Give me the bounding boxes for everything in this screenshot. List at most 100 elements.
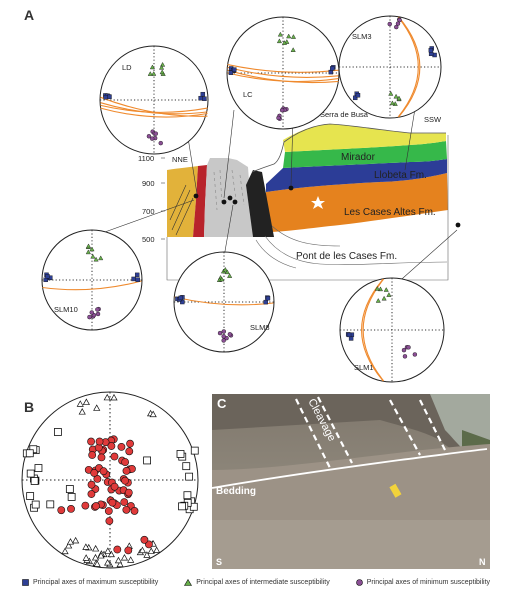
int-axis-point: [277, 31, 283, 37]
min-axis-point: [93, 475, 102, 483]
sample-dot: [193, 193, 199, 199]
legend-item-max: Principal axes of maximum susceptibility: [22, 579, 158, 586]
max-axis-point: [178, 502, 186, 511]
formation-label-llobeta: Llobeta Fm.: [374, 170, 427, 181]
int-axis-point: [159, 69, 165, 75]
max-axis-point: [46, 500, 55, 509]
int-axis-point: [381, 295, 387, 301]
int-axis-point: [153, 546, 161, 553]
min-axis-point: [105, 517, 114, 525]
int-axis-point: [82, 554, 90, 561]
int-axis-point: [120, 554, 129, 561]
max-axis-point: [185, 472, 194, 481]
int-axis-point: [147, 547, 155, 554]
int-axis-point: [98, 255, 104, 261]
stereonet-ld: LD: [99, 45, 209, 155]
min-axis-point: [99, 467, 108, 476]
plane-arc: [398, 16, 421, 118]
max-axis-point: [34, 464, 43, 472]
int-axis-point: [159, 65, 165, 70]
stereonet-label: LC: [243, 90, 253, 99]
legend-item-int: Principal axes of intermediate susceptib…: [184, 578, 330, 586]
max-axis-point: [53, 428, 62, 436]
outcrop-photo: C Cleavage Bedding S N: [211, 394, 490, 569]
formation-label-mirador: Mirador: [341, 152, 376, 163]
unit-ochre: [167, 166, 198, 237]
max-axis-point: [346, 332, 352, 338]
int-axis-point: [116, 560, 124, 568]
min-axis-point: [124, 546, 133, 555]
max-axis-point: [353, 95, 358, 101]
int-axis-point: [149, 410, 157, 418]
min-axis-point: [122, 505, 131, 514]
min-axis-point: [88, 451, 97, 459]
int-axis-point: [93, 560, 101, 567]
min-axis-point: [67, 505, 75, 513]
max-axis-point: [182, 462, 191, 471]
int-axis-point: [61, 547, 69, 555]
elevation-axis: 1100 900 700 500: [138, 154, 165, 244]
min-axis-point: [217, 330, 223, 336]
formation-label-pont: Pont de les Cases Fm.: [296, 251, 397, 262]
min-axis-point: [279, 107, 285, 113]
max-axis-point: [198, 95, 203, 101]
photo-corner-n: N: [479, 557, 486, 567]
int-axis-point: [72, 536, 80, 544]
hammer: [389, 483, 402, 498]
max-axis-point: [330, 66, 335, 71]
min-axis-point: [146, 134, 152, 139]
plane-arc: [361, 278, 384, 382]
max-axis-point: [26, 492, 35, 500]
star-marker: [311, 196, 325, 209]
min-axis-point: [221, 334, 226, 339]
int-axis-point: [110, 393, 118, 401]
unit-black: [246, 170, 274, 237]
panel-label-c: C: [217, 396, 227, 411]
unit-mirador: [283, 124, 446, 152]
int-axis-point: [222, 266, 228, 272]
legend-label-min: Principal axes of minimum susceptibility: [366, 578, 491, 586]
int-axis-point: [138, 546, 147, 554]
int-axis-point: [90, 253, 96, 259]
int-axis-point: [114, 556, 123, 564]
min-axis-point: [117, 442, 126, 451]
unit-les-cases-altes: [266, 173, 448, 232]
axis-tick-label: 1100: [138, 154, 154, 163]
int-axis-point: [91, 553, 100, 561]
max-axis-point: [25, 449, 34, 458]
max-axis-point: [189, 502, 198, 511]
plane-arc: [227, 64, 339, 73]
fault-line: [271, 225, 341, 247]
legend-item-min: Principal axes of minimum susceptibility: [355, 578, 491, 586]
min-axis-point: [57, 506, 66, 515]
unit-llobeta: [283, 141, 447, 168]
min-axis-point: [221, 338, 226, 343]
min-axis-point: [97, 453, 106, 462]
int-axis-point: [103, 393, 111, 401]
max-axis-point: [232, 67, 237, 72]
min-axis-point: [122, 466, 131, 475]
plane-arc: [100, 107, 208, 118]
min-axis-point: [401, 347, 407, 353]
int-axis-point: [276, 38, 282, 44]
max-axis-point: [265, 295, 271, 301]
int-axis-point: [286, 33, 292, 39]
min-axis-point: [387, 21, 392, 27]
min-axis-point: [110, 452, 119, 461]
int-axis-point: [290, 34, 296, 39]
sample-dot: [288, 185, 294, 191]
leader-line: [90, 77, 458, 287]
max-axis-point: [428, 48, 434, 53]
int-axis-point: [78, 408, 86, 415]
cross-section: 1100 900 700 500 NNE SSW Serra de Busa M…: [90, 77, 461, 287]
section-base: [166, 135, 449, 281]
min-axis-point: [87, 314, 92, 320]
int-axis-point: [82, 398, 90, 405]
fault-line: [264, 235, 448, 265]
int-axis-point: [107, 550, 115, 558]
int-axis-point: [97, 551, 105, 559]
fault-line: [255, 239, 297, 269]
max-axis-point: [178, 295, 183, 301]
max-axis-point: [263, 299, 268, 305]
min-axis-point: [227, 332, 233, 337]
